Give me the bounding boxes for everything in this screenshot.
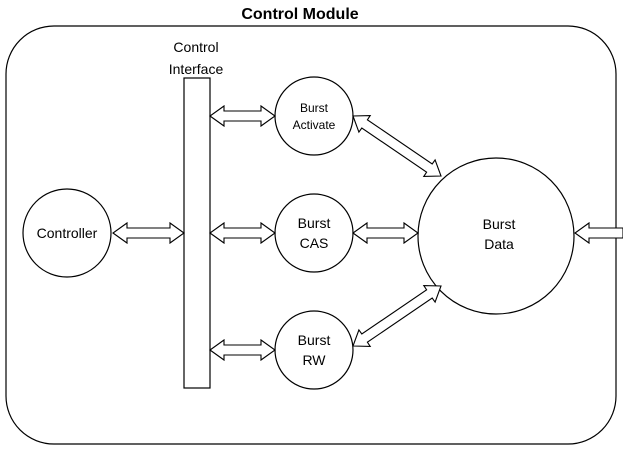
burst-rw-label-line1: Burst	[298, 332, 331, 348]
burst-cas-label-line2: CAS	[300, 235, 329, 251]
burst-activate-node	[274, 76, 354, 156]
arrow-burst-activate-data	[352, 115, 442, 177]
burst-rw-label-line2: RW	[302, 352, 326, 368]
module-title: Control Module	[241, 6, 358, 23]
arrow-controller-interface	[112, 221, 185, 245]
arrow-interface-burst-cas	[209, 221, 276, 245]
interface-label-line2: Interface	[169, 61, 224, 77]
burst-data-label-line2: Data	[484, 236, 514, 252]
arrow-external-data	[574, 221, 623, 245]
arrow-burst-cas-data	[352, 221, 419, 245]
burst-activate-label-line1: Burst	[300, 101, 329, 115]
control-interface-bar	[183, 77, 211, 389]
controller-node	[22, 188, 112, 278]
controller-label: Controller	[37, 225, 98, 241]
burst-cas-label-line1: Burst	[298, 215, 331, 231]
connection-arrows	[112, 104, 623, 362]
interface-label-line1: Control	[173, 39, 218, 55]
burst-data-node	[417, 157, 575, 315]
arrow-burst-rw-data	[352, 285, 442, 347]
burst-cas-node	[274, 193, 354, 273]
burst-rw-node	[274, 310, 354, 390]
arrow-interface-burst-rw	[209, 338, 276, 362]
burst-activate-label-line2: Activate	[293, 118, 336, 132]
arrow-interface-burst-activate	[209, 104, 276, 128]
burst-data-label-line1: Burst	[483, 216, 516, 232]
